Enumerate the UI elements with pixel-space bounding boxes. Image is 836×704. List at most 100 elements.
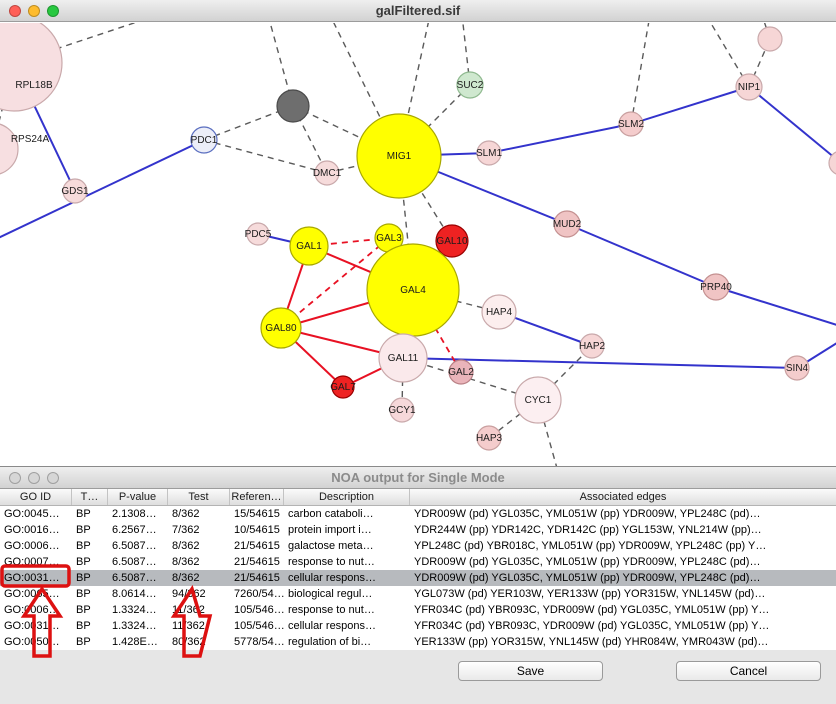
table-cell: YDR009W (pd) YGL035C, YML051W (pp) YDR00… [414, 572, 761, 584]
column-header[interactable]: Test [168, 489, 230, 505]
table-cell: YFR034C (pd) YBR093C, YDR009W (pd) YGL03… [414, 620, 770, 632]
close-button[interactable] [9, 472, 21, 484]
zoom-button[interactable] [47, 5, 59, 17]
table-cell: BP [76, 588, 91, 600]
node-label: GAL7 [330, 382, 356, 393]
node-HAP3[interactable] [476, 425, 502, 451]
save-button[interactable]: Save [458, 661, 603, 681]
node-SLM1[interactable] [476, 140, 502, 166]
edge-slm2-nip1 [630, 86, 750, 125]
close-button[interactable] [9, 5, 21, 17]
column-header[interactable]: Associated edges [579, 491, 667, 503]
dialog-footer: Save Cancel [0, 649, 836, 704]
table-cell: 1.3324… [112, 620, 157, 632]
table-cell: BP [76, 604, 91, 616]
edge-gal11-sin4 [402, 357, 798, 369]
table-cell: cellular respons… [288, 572, 377, 584]
cancel-button[interactable]: Cancel [676, 661, 821, 681]
node-SLM2[interactable] [618, 111, 644, 137]
table-cell: 11/362 [172, 620, 205, 632]
node-GAL7[interactable] [331, 375, 355, 399]
node-label: NIP1 [738, 82, 761, 93]
node-label: DMC1 [313, 168, 342, 179]
node-DMC1[interactable] [314, 160, 340, 186]
table-cell: 6.2567… [112, 524, 157, 536]
minimize-button[interactable] [28, 5, 40, 17]
node-label: GAL4 [400, 285, 426, 296]
column-header[interactable]: Description [284, 489, 410, 505]
node-NIP1[interactable] [735, 73, 763, 101]
table-cell: YFR034C (pd) YBR093C, YDR009W (pd) YGL03… [414, 604, 770, 616]
node-label: RPL18B [15, 80, 53, 91]
table-cell: 80/362 [172, 636, 206, 648]
table-cell: 8/362 [172, 540, 200, 552]
noa-window-titlebar[interactable]: NOA output for Single Mode [0, 467, 836, 489]
node-CYC1[interactable] [514, 376, 562, 424]
node-GAL1[interactable] [289, 226, 329, 266]
column-header[interactable]: T… [72, 489, 108, 505]
table-cell: 5778/54… [234, 636, 284, 648]
node-MUD2[interactable] [553, 210, 581, 238]
node-GAL10[interactable] [435, 224, 469, 258]
node-GDS1[interactable] [62, 178, 88, 204]
window-controls [9, 5, 59, 17]
column-header[interactable]: P-value [108, 489, 168, 505]
node-label: PDC5 [245, 229, 272, 240]
table-cell: 7260/54… [234, 588, 284, 600]
node-GAL11[interactable] [378, 333, 428, 383]
table-cell: 10/54615 [234, 524, 280, 536]
node-HAP2[interactable] [579, 333, 605, 359]
node-RPL18B[interactable] [0, 23, 63, 112]
table-cell: BP [76, 620, 91, 632]
edge-nip1-re1 [748, 86, 836, 161]
node-PRP40[interactable] [702, 273, 730, 301]
minimize-button[interactable] [28, 472, 40, 484]
edge-left-pdc1 [0, 139, 205, 239]
table-cell: GO:0031… [4, 620, 60, 632]
node-HAP4[interactable] [481, 294, 517, 330]
node-label: RPS24A [11, 134, 50, 145]
table-cell: BP [76, 508, 91, 520]
table-cell: GO:0050… [4, 636, 60, 648]
node-tr[interactable] [757, 26, 783, 52]
node-GAL80[interactable] [260, 307, 302, 349]
node-label: PDC1 [191, 135, 218, 146]
table-cell: response to nut… [288, 556, 375, 568]
table-cell: 105/546… [234, 604, 284, 616]
node-SUC2[interactable] [456, 71, 484, 99]
network-window-titlebar[interactable]: galFiltered.sif [0, 0, 836, 22]
node-PDC1[interactable] [190, 126, 218, 154]
node-GAL2[interactable] [448, 359, 474, 385]
zoom-button[interactable] [47, 472, 59, 484]
table-cell: galactose meta… [288, 540, 374, 552]
table-cell: GO:0045… [4, 508, 60, 520]
table-cell: 1.3324… [112, 604, 157, 616]
table-cell: YDR244W (pp) YDR142C, YDR142C (pp) YGL15… [414, 524, 762, 536]
node-PDC5[interactable] [246, 222, 270, 246]
table-cell: YER133W (pp) YOR315W, YNL145W (pd) YHR08… [414, 636, 769, 648]
node-GCY1[interactable] [389, 397, 415, 423]
node-label: HAP4 [486, 307, 513, 318]
node-MIG1[interactable] [356, 113, 442, 199]
node-SIN4[interactable] [784, 355, 810, 381]
node-re1[interactable] [828, 151, 836, 175]
node-gray[interactable] [276, 89, 310, 123]
node-RPS24A[interactable] [0, 123, 19, 175]
window-controls-inactive [9, 472, 59, 484]
column-header[interactable]: GO ID [0, 489, 72, 505]
column-header[interactable]: Referen… [230, 489, 284, 505]
network-window-title: galFiltered.sif [375, 3, 461, 18]
table-cell: YDR009W (pd) YGL035C, YML051W (pp) YDR00… [414, 556, 761, 568]
